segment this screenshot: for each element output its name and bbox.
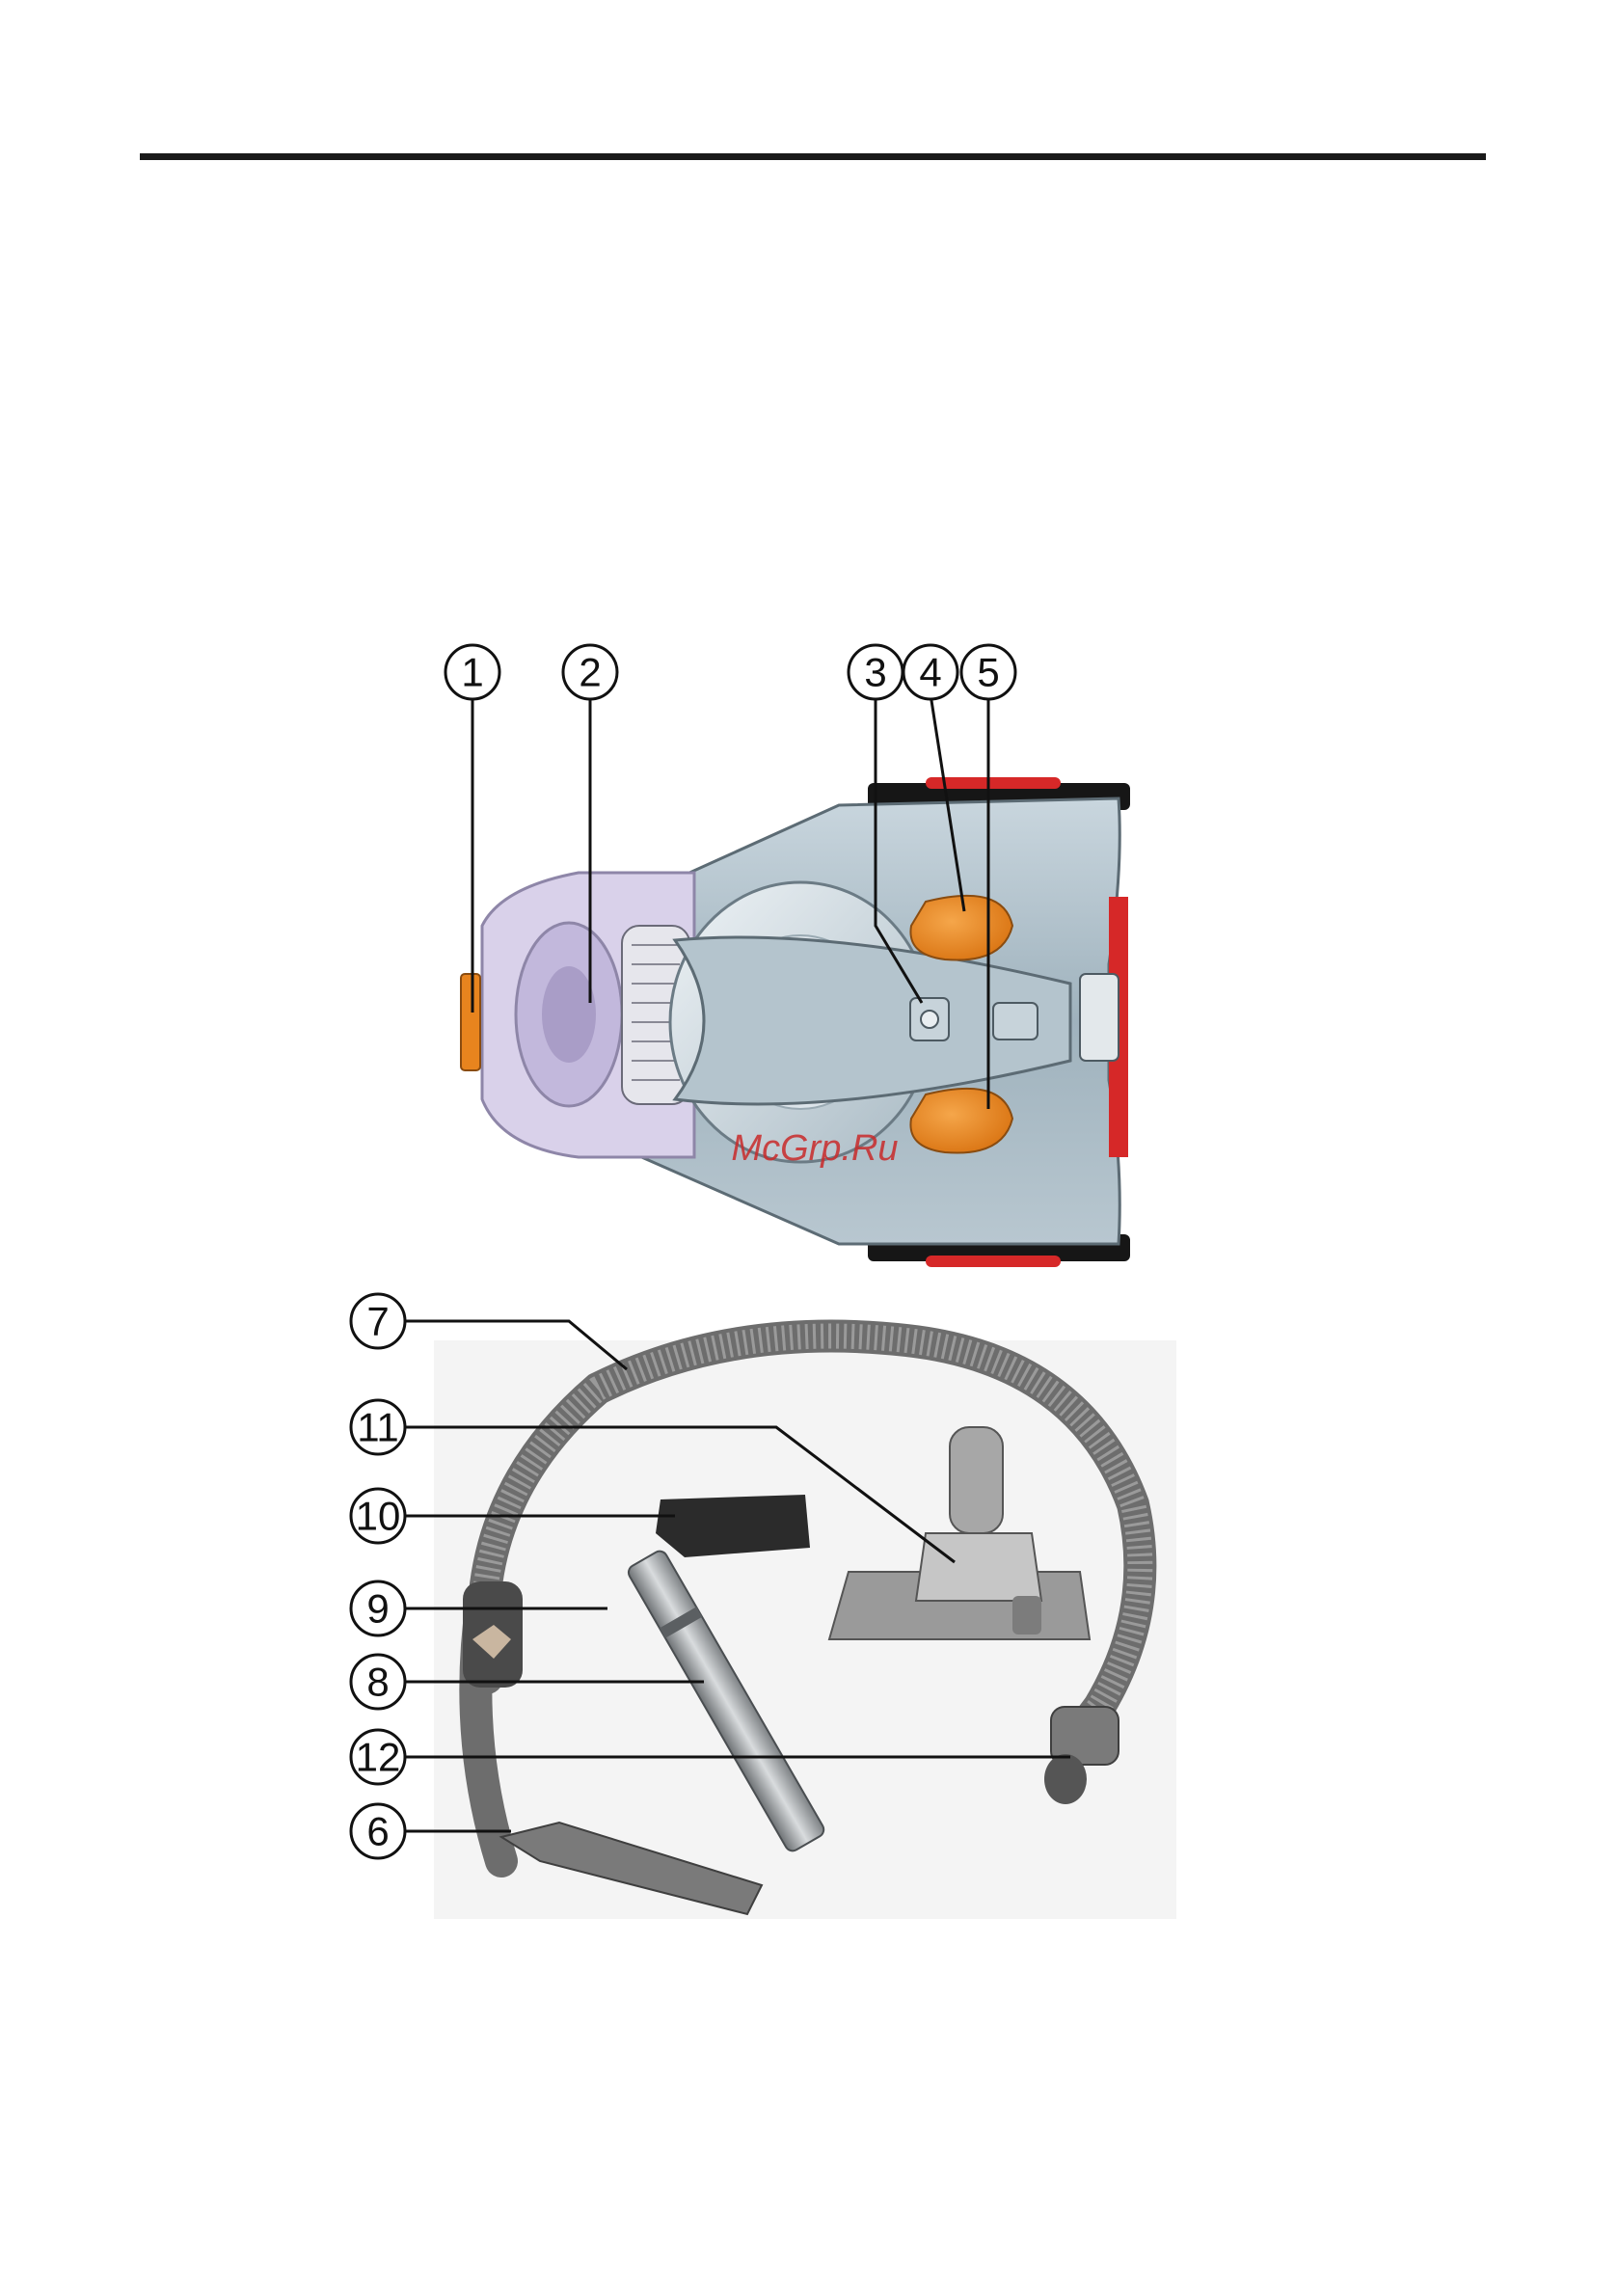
- svg-text:9: 9: [366, 1586, 389, 1632]
- watermark: McGrp.Ru: [731, 1128, 898, 1169]
- svg-text:4: 4: [919, 650, 941, 695]
- svg-text:8: 8: [366, 1660, 389, 1705]
- power-control-upper: [910, 896, 1012, 960]
- callout-4: 4: [903, 645, 957, 699]
- svg-text:6: 6: [366, 1809, 389, 1854]
- dust-container-core: [542, 966, 596, 1063]
- vacuum-body: [461, 777, 1130, 1267]
- svg-text:11: 11: [357, 1405, 399, 1450]
- callout-1: 1: [445, 645, 499, 699]
- callout-10: 10: [351, 1489, 405, 1543]
- callout-9: 9: [351, 1581, 405, 1635]
- callout-3: 3: [849, 645, 903, 699]
- floor-brush-pedal: [1012, 1596, 1041, 1634]
- power-control-lower: [910, 1089, 1012, 1153]
- cord-rewind-button: [993, 1003, 1038, 1040]
- svg-text:3: 3: [864, 650, 886, 695]
- bottom-wheel-tread: [926, 1256, 1061, 1267]
- callout-11: 11: [351, 1400, 405, 1454]
- callout-7: 7: [351, 1294, 405, 1348]
- svg-text:12: 12: [356, 1735, 401, 1780]
- svg-text:10: 10: [356, 1494, 401, 1539]
- callout-2: 2: [563, 645, 617, 699]
- svg-text:2: 2: [579, 650, 601, 695]
- crevice-tool: [656, 1495, 810, 1557]
- release-button: [461, 974, 480, 1070]
- accessories: [434, 1337, 1176, 1919]
- hose-connector-end: [1044, 1754, 1087, 1804]
- callout-5: 5: [961, 645, 1015, 699]
- hose-socket: [1080, 974, 1119, 1061]
- svg-text:1: 1: [461, 650, 483, 695]
- svg-text:5: 5: [977, 650, 999, 695]
- floor-brush-swivel: [916, 1533, 1041, 1601]
- callout-8: 8: [351, 1655, 405, 1709]
- callout-6: 6: [351, 1804, 405, 1858]
- callout-12: 12: [351, 1730, 405, 1784]
- svg-text:7: 7: [366, 1299, 389, 1344]
- floor-brush-neck: [950, 1427, 1003, 1533]
